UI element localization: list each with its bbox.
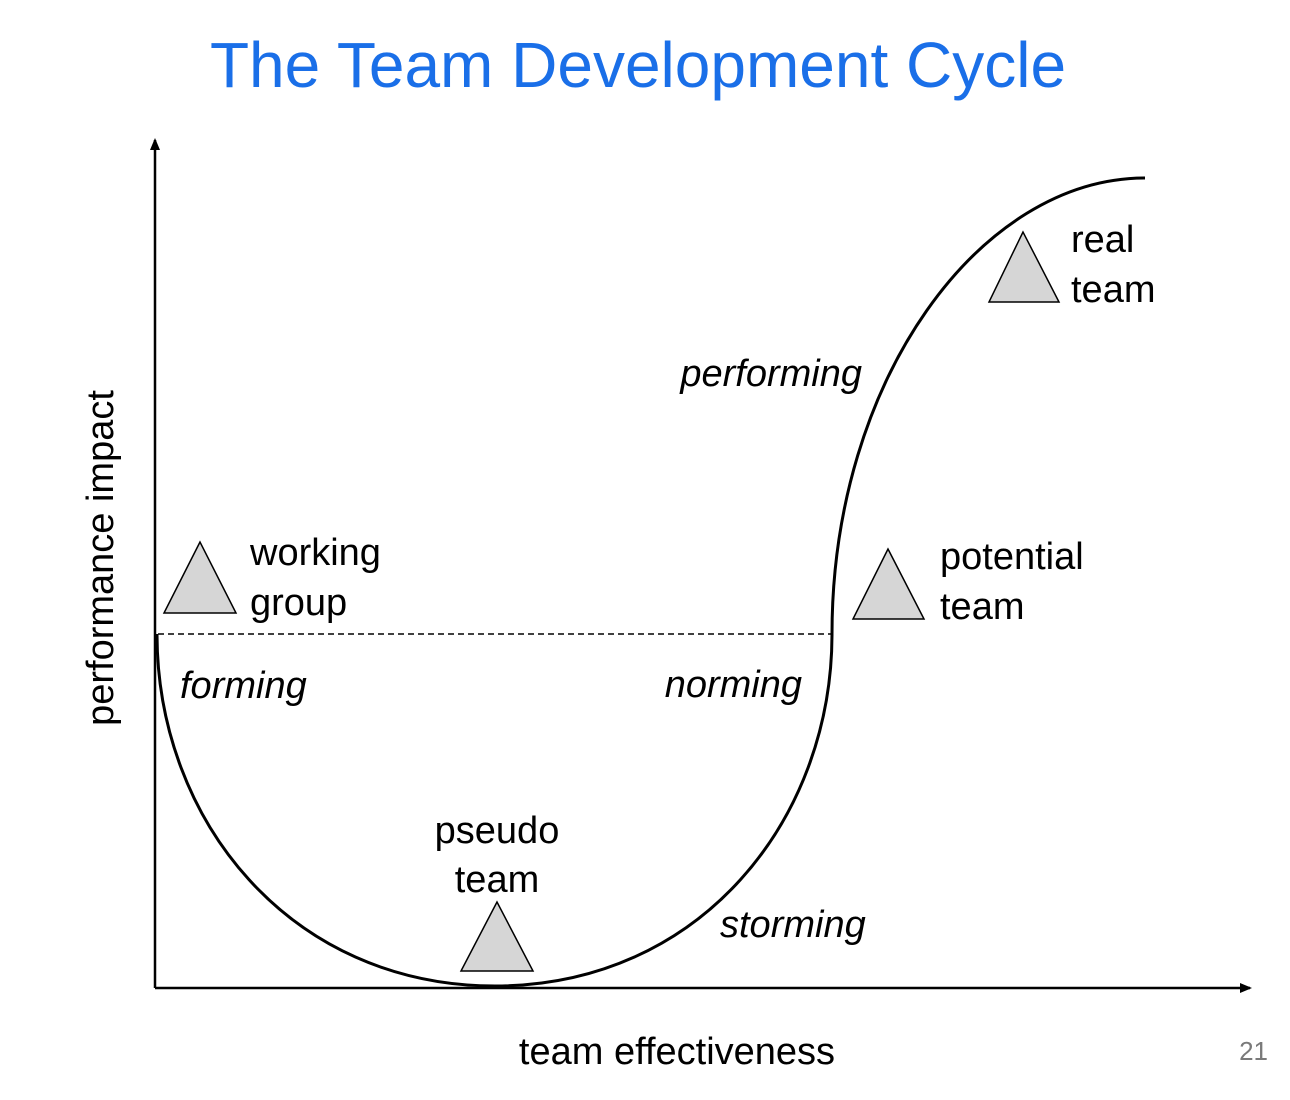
page-number: 21 — [1239, 1036, 1268, 1066]
potential-team-line2: team — [940, 586, 1024, 628]
potential-team-label: potential team — [940, 536, 1084, 628]
stage-performing-label: performing — [679, 353, 862, 395]
development-curve — [155, 176, 1146, 988]
working-group-line2: group — [250, 582, 347, 624]
stage-storming-label: storming — [720, 904, 866, 946]
real-team-line2: team — [1071, 269, 1155, 311]
potential-team-line1: potential — [940, 536, 1084, 578]
slide-title: The Team Development Cycle — [210, 29, 1066, 101]
working-group-label: working group — [249, 532, 381, 624]
x-axis-label: team effectiveness — [519, 1031, 835, 1073]
real-team-line1: real — [1071, 219, 1134, 261]
pseudo-team-marker — [459, 900, 535, 972]
working-group-line1: working — [249, 532, 381, 574]
real-team-marker — [987, 230, 1061, 303]
stage-norming-label: norming — [665, 664, 802, 706]
y-axis-label: performance impact — [80, 390, 122, 726]
working-group-marker — [162, 540, 238, 614]
pseudo-team-line2: team — [455, 859, 539, 901]
potential-team-marker — [851, 547, 926, 620]
real-team-label: real team — [1071, 219, 1155, 311]
pseudo-team-label: pseudo team — [435, 810, 560, 901]
pseudo-team-line1: pseudo — [435, 810, 560, 852]
stage-forming-label: forming — [180, 665, 307, 707]
